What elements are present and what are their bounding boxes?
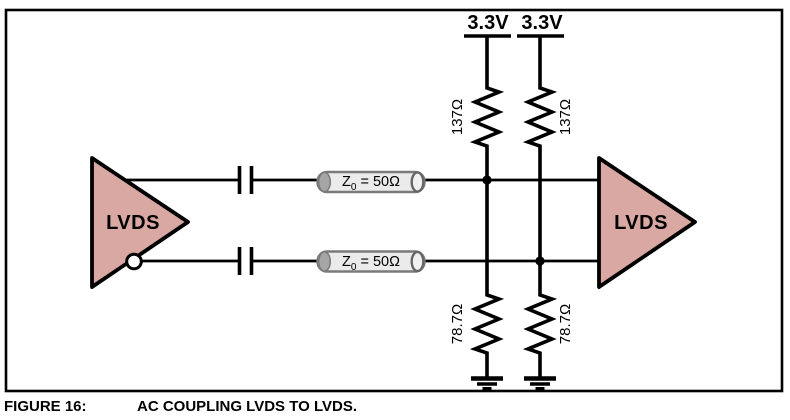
- left-lvds-buffer-triangle: [90, 156, 190, 289]
- diagram-frame: [4, 8, 784, 393]
- resistor-value-78-right: 78.7Ω: [557, 303, 574, 345]
- right-ground-icon: [524, 376, 556, 390]
- resistor-value-137-left: 137Ω: [449, 98, 466, 136]
- right-supply-voltage-label: 3.3V: [521, 12, 563, 34]
- left-supply-voltage-label: 3.3V: [467, 12, 509, 34]
- bottom-tline-impedance-label: Z0 = 50Ω: [322, 254, 420, 276]
- figure-caption-number: FIGURE 16:: [4, 398, 87, 415]
- resistor-value-137-right: 137Ω: [557, 98, 574, 136]
- figure-caption: FIGURE 16: AC COUPLING LVDS TO LVDS.: [4, 398, 784, 418]
- right-lvds-buffer-triangle: [597, 156, 697, 289]
- tline-symbol: Z: [342, 254, 351, 270]
- inversion-bubble-icon: [125, 252, 143, 271]
- right-buffer-label: LVDS: [614, 212, 668, 234]
- tline-value: = 50Ω: [356, 254, 400, 270]
- left-ground-icon: [471, 376, 503, 390]
- top-coupling-capacitor-icon: [237, 166, 254, 194]
- top-transmission-line-icon: [316, 170, 426, 194]
- left-buffer-label: LVDS: [106, 212, 160, 234]
- resistor-value-78-left: 78.7Ω: [449, 303, 466, 345]
- figure-caption-title: AC COUPLING LVDS TO LVDS.: [137, 398, 358, 415]
- bottom-wire-junction-dot: [535, 256, 545, 266]
- bottom-coupling-capacitor-icon: [237, 247, 254, 275]
- tline-subscript: 0: [350, 261, 357, 273]
- tline-value: = 50Ω: [356, 174, 400, 190]
- tline-symbol: Z: [342, 174, 351, 190]
- top-tline-impedance-label: Z0 = 50Ω: [322, 174, 420, 196]
- tline-subscript: 0: [350, 181, 357, 193]
- top-wire-junction-dot: [482, 175, 492, 185]
- right-termination-chain: [522, 37, 558, 377]
- left-termination-chain: [469, 37, 505, 377]
- bottom-transmission-line-icon: [316, 250, 426, 273]
